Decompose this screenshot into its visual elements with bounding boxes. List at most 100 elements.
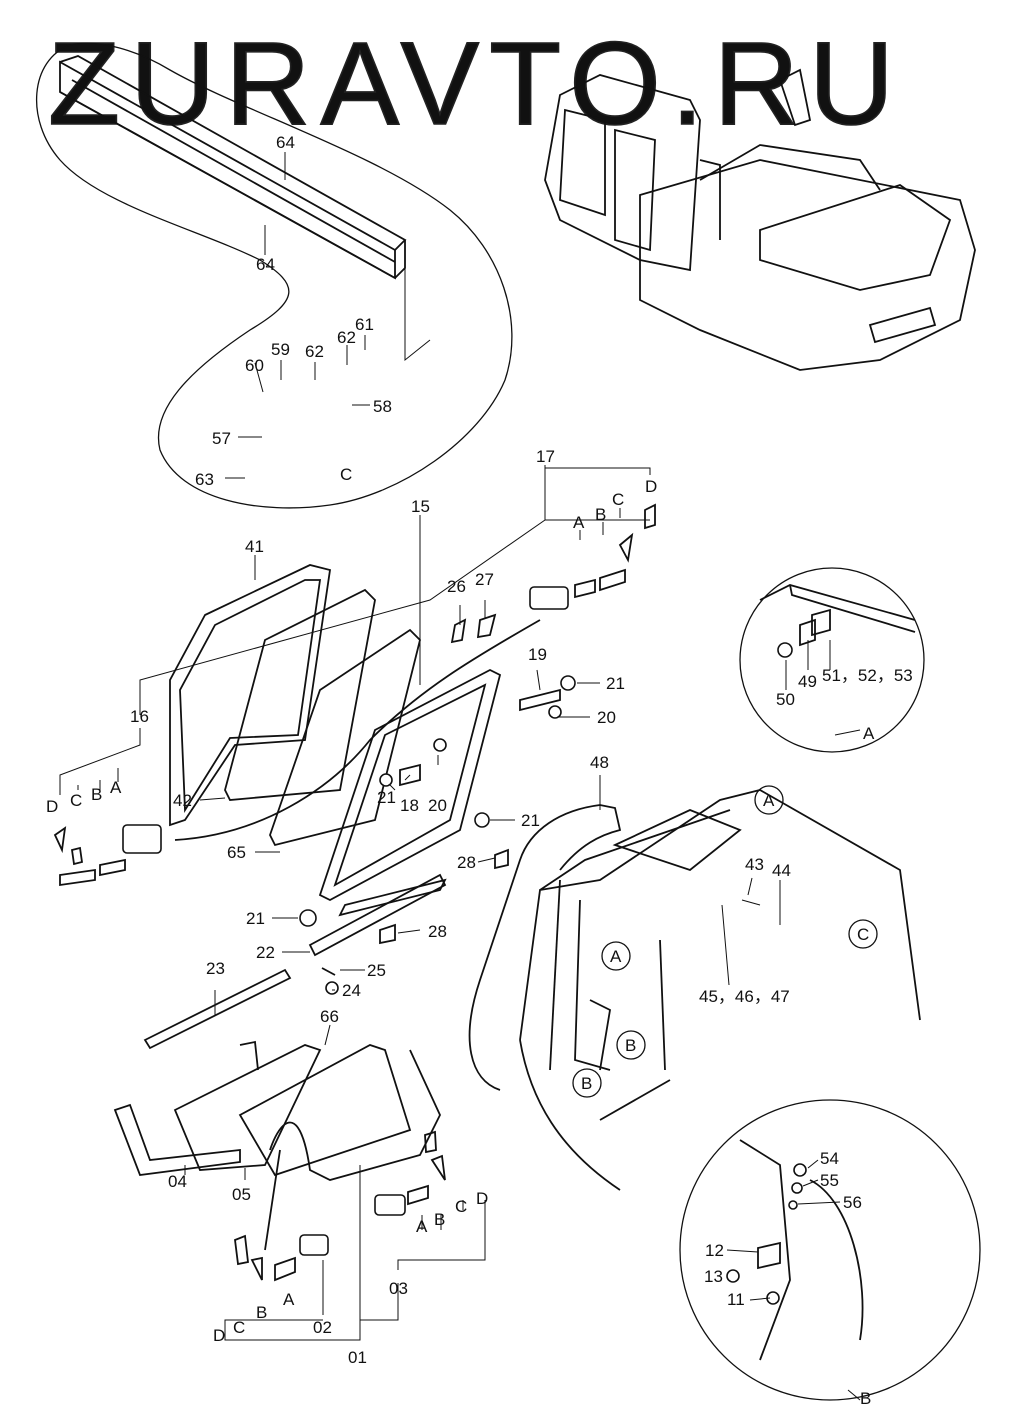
label-55: 55	[820, 1171, 839, 1190]
lock-17	[529, 503, 656, 610]
label-17-a: A	[573, 513, 585, 532]
label-28a: 28	[457, 853, 476, 872]
label-detail-a: A	[863, 724, 875, 743]
label-03-c: C	[455, 1197, 467, 1216]
label-21d: 21	[246, 909, 265, 928]
label-03-b: B	[434, 1210, 445, 1229]
excavator-overview	[544, 68, 976, 371]
label-04: 04	[168, 1172, 187, 1191]
label-24: 24	[342, 981, 361, 1000]
label-17-b: B	[595, 505, 606, 524]
label-16-d: D	[46, 797, 58, 816]
label-23: 23	[206, 959, 225, 978]
callout-b1: B	[625, 1036, 636, 1055]
label-26: 26	[447, 577, 466, 596]
label-64b: 64	[256, 255, 275, 274]
glass-42	[224, 588, 376, 801]
label-66: 66	[320, 1007, 339, 1026]
label-44: 44	[772, 861, 791, 880]
leader-lines	[59, 152, 861, 1401]
screw-24-25	[321, 967, 339, 995]
sash-frame-15	[318, 668, 502, 917]
lock-02	[234, 1234, 329, 1282]
hardware-parts	[299, 613, 576, 945]
callout-circle-a1	[754, 785, 784, 815]
frame-04	[113, 1103, 241, 1176]
callout-circle-a2	[601, 941, 631, 971]
label-02-c: C	[233, 1318, 245, 1337]
label-16-a: A	[110, 778, 122, 797]
part-labels: 64 64 59 60 62 62 61 58 57 63 C 17 15 D …	[46, 133, 913, 1406]
label-20a: 20	[597, 708, 616, 727]
frame-01	[239, 1040, 441, 1181]
label-45-46-47: 45，46，47	[699, 987, 790, 1006]
callout-a1: A	[763, 791, 775, 810]
label-02: 02	[313, 1318, 332, 1337]
label-60: 60	[245, 356, 264, 375]
label-56: 56	[843, 1193, 862, 1212]
label-02-b: B	[256, 1303, 267, 1322]
label-16-b: B	[91, 785, 102, 804]
label-41: 41	[245, 537, 264, 556]
detail-b-parts	[726, 1139, 864, 1361]
label-63: 63	[195, 470, 214, 489]
glass-65	[269, 628, 421, 847]
label-61: 61	[355, 315, 374, 334]
label-03-d: D	[476, 1189, 488, 1208]
label-21c: 21	[521, 811, 540, 830]
label-detail-c: C	[340, 465, 352, 484]
cab-body	[519, 789, 921, 1191]
lock-03	[374, 1130, 446, 1216]
label-62a: 62	[305, 342, 324, 361]
seal-48	[468, 804, 622, 1091]
glass-66	[238, 1044, 412, 1177]
callout-circle-b2	[572, 1068, 602, 1098]
label-16-c: C	[70, 791, 82, 810]
glass-05	[173, 1044, 322, 1171]
label-48: 48	[590, 753, 609, 772]
window-frame-41	[169, 564, 332, 827]
label-42: 42	[173, 791, 192, 810]
label-65: 65	[227, 843, 246, 862]
label-49: 49	[798, 672, 817, 691]
label-17-d: D	[645, 477, 657, 496]
callout-c: C	[857, 925, 869, 944]
label-11: 11	[727, 1290, 745, 1309]
label-62b: 62	[337, 328, 356, 347]
callout-a2: A	[610, 947, 622, 966]
label-13: 13	[704, 1267, 723, 1286]
label-50: 50	[776, 690, 795, 709]
lock-rod	[264, 1149, 281, 1251]
detail-c-outline	[35, 42, 513, 509]
label-22: 22	[256, 943, 275, 962]
label-17: 17	[536, 447, 555, 466]
label-25: 25	[367, 961, 386, 980]
label-12: 12	[705, 1241, 724, 1260]
label-15: 15	[411, 497, 430, 516]
label-16: 16	[130, 707, 149, 726]
label-21b: 21	[377, 788, 396, 807]
rail-64	[59, 55, 407, 280]
label-03: 03	[389, 1279, 408, 1298]
label-57: 57	[212, 429, 231, 448]
label-20b: 20	[428, 796, 447, 815]
label-64a: 64	[276, 133, 295, 152]
callout-circle-c	[848, 919, 878, 949]
cable	[174, 619, 541, 841]
detail-a-circle	[739, 567, 925, 753]
label-19: 19	[528, 645, 547, 664]
label-03-a: A	[416, 1217, 428, 1236]
label-17-c: C	[612, 490, 624, 509]
label-18: 18	[400, 796, 419, 815]
watermark-text: ZURAVTO.RU	[48, 18, 904, 150]
callout-b2: B	[581, 1074, 592, 1093]
label-51-52-53: 51，52，53	[822, 666, 913, 685]
label-02-d: D	[213, 1326, 225, 1345]
label-detail-b: B	[860, 1389, 871, 1406]
label-54: 54	[820, 1149, 839, 1168]
label-01: 01	[348, 1348, 367, 1367]
label-28b: 28	[428, 922, 447, 941]
label-21a: 21	[606, 674, 625, 693]
rail-22	[308, 873, 447, 957]
